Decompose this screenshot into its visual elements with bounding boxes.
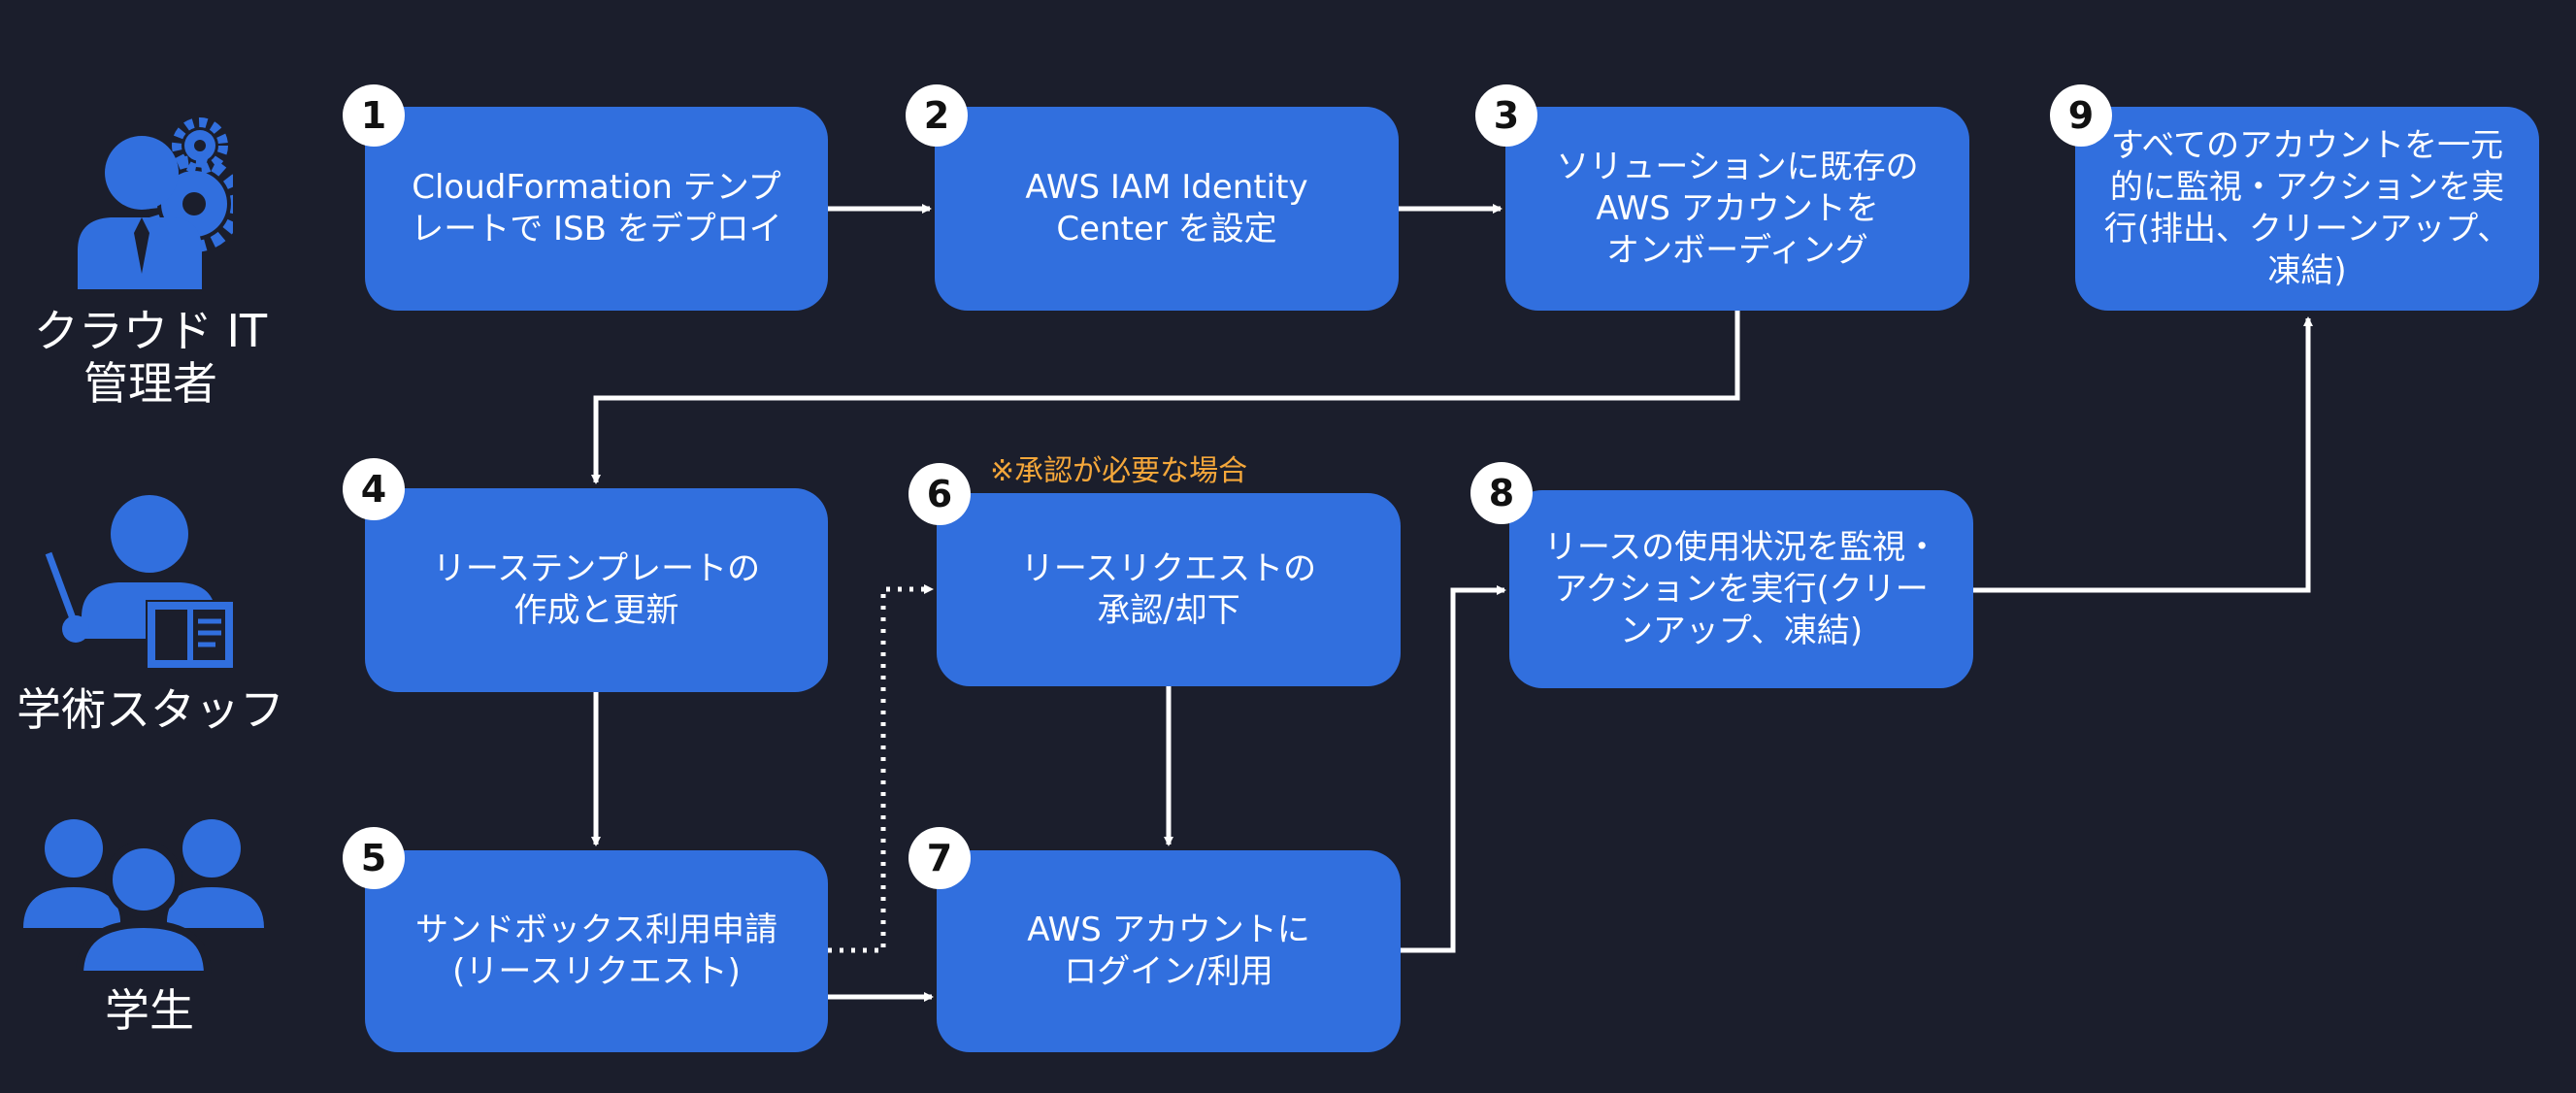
step-1-box: CloudFormation テンプ レートで ISB をデプロイ — [365, 107, 828, 311]
arrow-8-to-9 — [1973, 316, 2313, 593]
step-9-box: すべてのアカウントを一元 的に監視・アクションを実 行(排出、クリーンアップ、 … — [2075, 107, 2539, 311]
approval-note: ※承認が必要な場合 — [990, 454, 1248, 488]
step-7-box: AWS アカウントに ログイン/利用 — [937, 850, 1401, 1052]
group-people-icon — [23, 819, 264, 975]
role-label-cloud-it-admin: クラウド IT 管理者 — [33, 305, 268, 410]
step-2-box: AWS IAM Identity Center を設定 — [935, 107, 1399, 311]
role-label-students: 学生 — [105, 984, 194, 1037]
step-6-badge: 6 — [908, 463, 971, 525]
step-3-box: ソリューションに既存の AWS アカウントを オンボーディング — [1505, 107, 1969, 311]
arrow-5-to-6-dotted — [828, 584, 934, 953]
step-8-box: リースの使用状況を監視・ アクションを実行(クリー ンアップ、凍結) — [1509, 490, 1973, 688]
step-9-badge: 9 — [2050, 84, 2112, 147]
step-1-badge: 1 — [343, 84, 405, 147]
step-6-box: リースリクエストの 承認/却下 — [937, 493, 1401, 686]
step-8-badge: 8 — [1470, 462, 1533, 524]
role-label-academic-staff: 学術スタッフ — [17, 683, 284, 736]
teacher-board-icon — [45, 495, 235, 670]
step-4-badge: 4 — [343, 458, 405, 520]
arrow-3-to-4 — [591, 311, 1740, 484]
step-5-badge: 5 — [343, 827, 405, 889]
admin-gear-icon — [78, 117, 233, 289]
step-5-box: サンドボックス利用申請 (リースリクエスト) — [365, 850, 828, 1052]
step-7-badge: 7 — [908, 827, 971, 889]
step-4-box: リーステンプレートの 作成と更新 — [365, 488, 828, 692]
step-2-badge: 2 — [906, 84, 968, 147]
step-3-badge: 3 — [1475, 84, 1537, 147]
arrow-7-to-8 — [1401, 585, 1506, 953]
